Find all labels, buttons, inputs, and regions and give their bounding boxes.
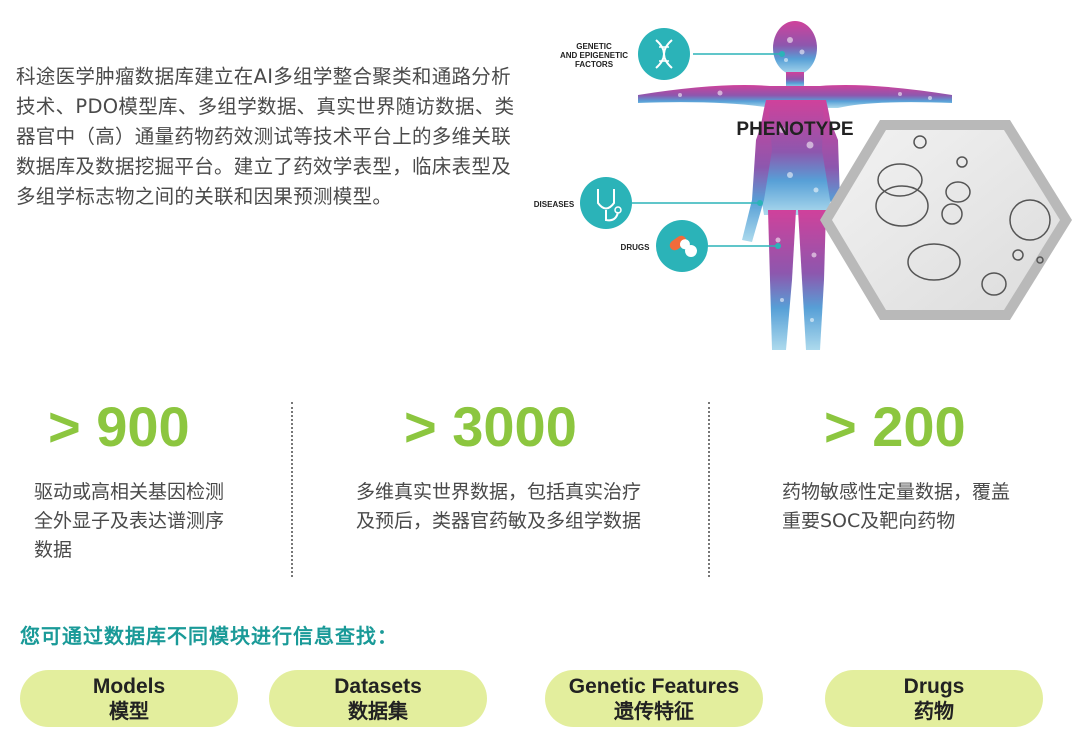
stat-value: > 200 (824, 395, 966, 458)
phenotype-label: PHENOTYPE (736, 119, 853, 140)
stat-value: > 900 (48, 395, 190, 458)
stat-description: 药物敏感性定量数据，覆盖 重要SOC及靶向药物 (782, 481, 1011, 532)
phenotype-illustration: PHENOTYPE GENETIC AND EPIGENETIC FACTORS… (520, 0, 1080, 370)
genetic-callout: GENETIC AND EPIGENETIC FACTORS (560, 28, 785, 80)
stat-value: > 3000 (404, 395, 577, 458)
module-models-button[interactable]: Models 模型 (20, 670, 238, 727)
stat-description: 驱动或高相关基因检测 全外显子及表达谱测序 数据 (34, 481, 225, 561)
svg-text:FACTORS: FACTORS (575, 60, 614, 69)
svg-text:DISEASES: DISEASES (534, 200, 575, 209)
diseases-callout: DISEASES (534, 177, 763, 229)
organoid-cells (875, 135, 1051, 296)
module-datasets-button[interactable]: Datasets 数据集 (269, 670, 487, 727)
section-title: 您可通过数据库不同模块进行信息查找： (20, 624, 398, 648)
figure-dot-texture (678, 37, 932, 322)
drugs-callout: DRUGS (621, 220, 781, 272)
module-genetic-features-button[interactable]: Genetic Features 遗传特征 (545, 670, 763, 727)
intro-paragraph: 科途医学肿瘤数据库建立在AI多组学整合聚类和通路分析技术、PDO模型库、多组学数… (16, 65, 515, 208)
divider-2 (708, 402, 710, 577)
human-figure (638, 21, 952, 350)
stat-description: 多维真实世界数据，包括真实治疗 及预后，类器官药敏及多组学数据 (356, 481, 642, 532)
module-drugs-button[interactable]: Drugs 药物 (825, 670, 1043, 727)
stethoscope-icon (580, 177, 632, 229)
organoid-hexagon (820, 120, 1072, 320)
divider-1 (291, 402, 293, 577)
svg-text:DRUGS: DRUGS (621, 243, 651, 252)
svg-text:AND EPIGENETIC: AND EPIGENETIC (560, 51, 628, 60)
svg-text:GENETIC: GENETIC (576, 42, 612, 51)
